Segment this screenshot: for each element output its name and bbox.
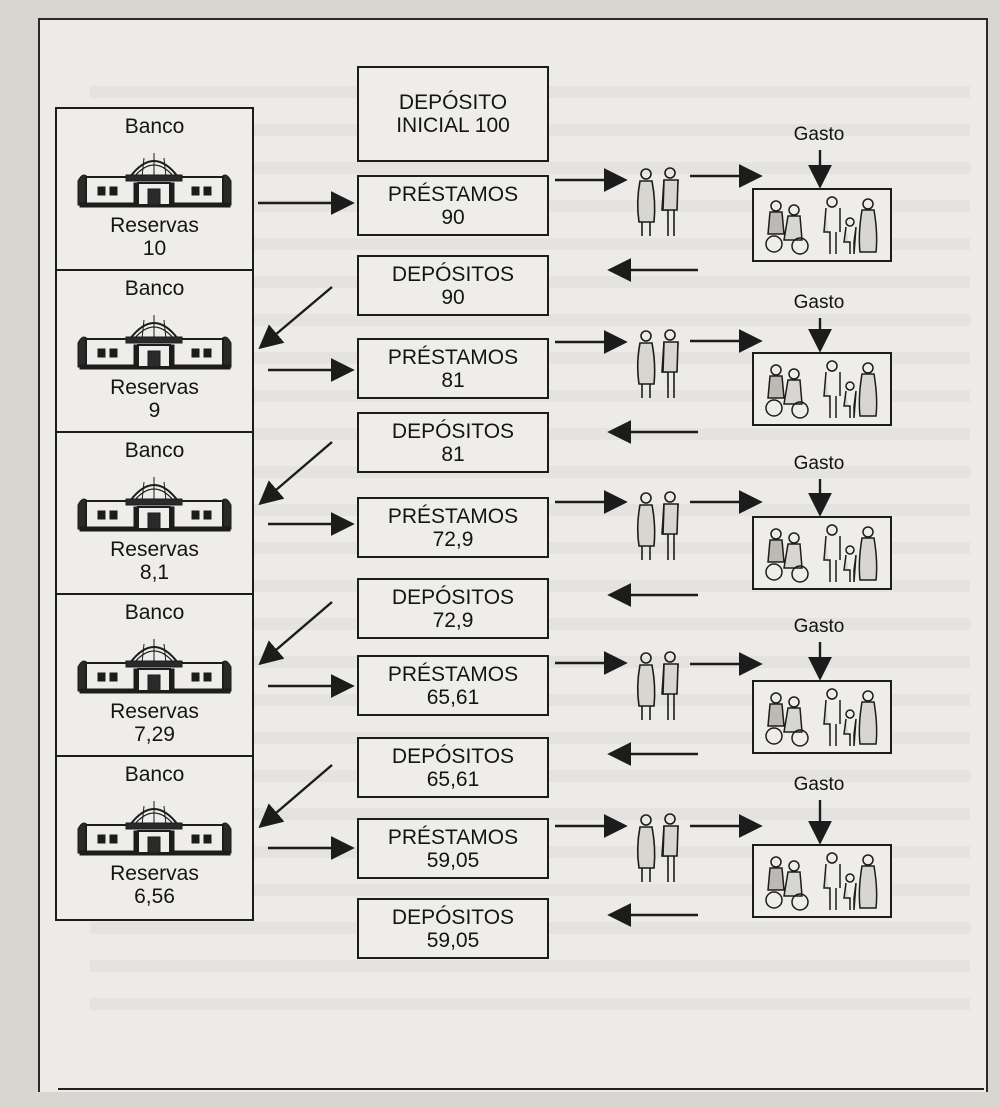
bank-title: Banco — [124, 115, 185, 138]
deposits-value: 72,9 — [432, 608, 474, 632]
bank-building-icon — [77, 801, 232, 856]
loans-label: PRÉSTAMOS — [387, 182, 519, 206]
deposits-box: DEPÓSITOS 72,9 — [357, 578, 549, 639]
loans-label: PRÉSTAMOS — [387, 345, 519, 369]
deposits-value: 65,61 — [426, 767, 480, 791]
bank-reserves: Reservas 8,1 — [57, 538, 252, 584]
deposits-box: DEPÓSITOS 81 — [357, 412, 549, 473]
couple-icon — [636, 329, 679, 398]
reserves-value: 8,1 — [139, 561, 170, 584]
bank-title: Banco — [124, 277, 185, 300]
deposits-value: 90 — [441, 285, 465, 309]
initial-deposit-line1: DEPÓSITO — [398, 91, 508, 114]
family-icon — [765, 196, 878, 255]
loans-box: PRÉSTAMOS 81 — [357, 338, 549, 399]
bank-column: Banco Reservas 10 Banco — [55, 107, 254, 921]
reserves-value: 10 — [142, 237, 167, 260]
initial-deposit-line2: INICIAL 100 — [396, 114, 510, 137]
deposits-box: DEPÓSITOS 90 — [357, 255, 549, 316]
family-icon — [765, 852, 878, 911]
family-icon — [765, 688, 878, 747]
loans-value: 72,9 — [432, 527, 474, 551]
loans-value: 59,05 — [426, 848, 480, 872]
reserves-label: Reservas — [110, 862, 199, 885]
loans-label: PRÉSTAMOS — [387, 662, 519, 686]
spending-label: Gasto — [793, 124, 845, 145]
family-icon — [765, 360, 878, 419]
reserves-value: 7,29 — [134, 723, 175, 746]
bank-building-icon — [77, 315, 232, 370]
bank-cell: Banco Reservas 6,56 — [57, 757, 252, 917]
loans-box: PRÉSTAMOS 65,61 — [357, 655, 549, 716]
deposits-label: DEPÓSITOS — [391, 419, 515, 443]
deposits-label: DEPÓSITOS — [391, 262, 515, 286]
deposits-label: DEPÓSITOS — [391, 744, 515, 768]
couple-icon — [636, 167, 679, 236]
loans-value: 81 — [441, 368, 465, 392]
deposits-label: DEPÓSITOS — [391, 905, 515, 929]
family-box — [752, 188, 892, 262]
spending-label: Gasto — [793, 292, 845, 313]
bottom-rule — [58, 1088, 984, 1090]
couple-icon — [636, 813, 679, 882]
bank-reserves: Reservas 10 — [57, 214, 252, 260]
family-box — [752, 844, 892, 918]
couple-icon — [636, 651, 679, 720]
loans-box: PRÉSTAMOS 72,9 — [357, 497, 549, 558]
bank-reserves: Reservas 7,29 — [57, 700, 252, 746]
bank-reserves: Reservas 9 — [57, 376, 252, 422]
loans-box: PRÉSTAMOS 90 — [357, 175, 549, 236]
deposits-value: 59,05 — [426, 928, 480, 952]
bank-cell: Banco Reservas 10 — [57, 109, 252, 271]
family-box — [752, 516, 892, 590]
loans-box: PRÉSTAMOS 59,05 — [357, 818, 549, 879]
reserves-label: Reservas — [110, 214, 199, 237]
reserves-label: Reservas — [110, 376, 199, 399]
bank-building-icon — [77, 153, 232, 208]
spending-label: Gasto — [793, 774, 845, 795]
bank-cell: Banco Reservas 8,1 — [57, 433, 252, 595]
bank-title: Banco — [124, 601, 185, 624]
spending-label: Gasto — [793, 453, 845, 474]
deposits-box: DEPÓSITOS 65,61 — [357, 737, 549, 798]
bank-building-icon — [77, 477, 232, 532]
couple-icon — [636, 491, 679, 560]
loans-value: 90 — [441, 205, 465, 229]
bank-reserves: Reservas 6,56 — [57, 862, 252, 908]
reserves-value: 9 — [148, 399, 161, 422]
deposits-label: DEPÓSITOS — [391, 585, 515, 609]
bank-title: Banco — [124, 439, 185, 462]
deposits-box: DEPÓSITOS 59,05 — [357, 898, 549, 959]
deposits-value: 81 — [441, 442, 465, 466]
family-icon — [765, 524, 878, 583]
bank-cell: Banco Reservas 9 — [57, 271, 252, 433]
bank-building-icon — [77, 639, 232, 694]
reserves-label: Reservas — [110, 538, 199, 561]
family-box — [752, 680, 892, 754]
family-box — [752, 352, 892, 426]
spending-label: Gasto — [793, 616, 845, 637]
loans-label: PRÉSTAMOS — [387, 504, 519, 528]
bank-cell: Banco Reservas 7,29 — [57, 595, 252, 757]
loans-value: 65,61 — [426, 685, 480, 709]
reserves-label: Reservas — [110, 700, 199, 723]
initial-deposit-box: DEPÓSITO INICIAL 100 — [357, 66, 549, 162]
loans-label: PRÉSTAMOS — [387, 825, 519, 849]
bank-title: Banco — [124, 763, 185, 786]
reserves-value: 6,56 — [134, 885, 175, 908]
